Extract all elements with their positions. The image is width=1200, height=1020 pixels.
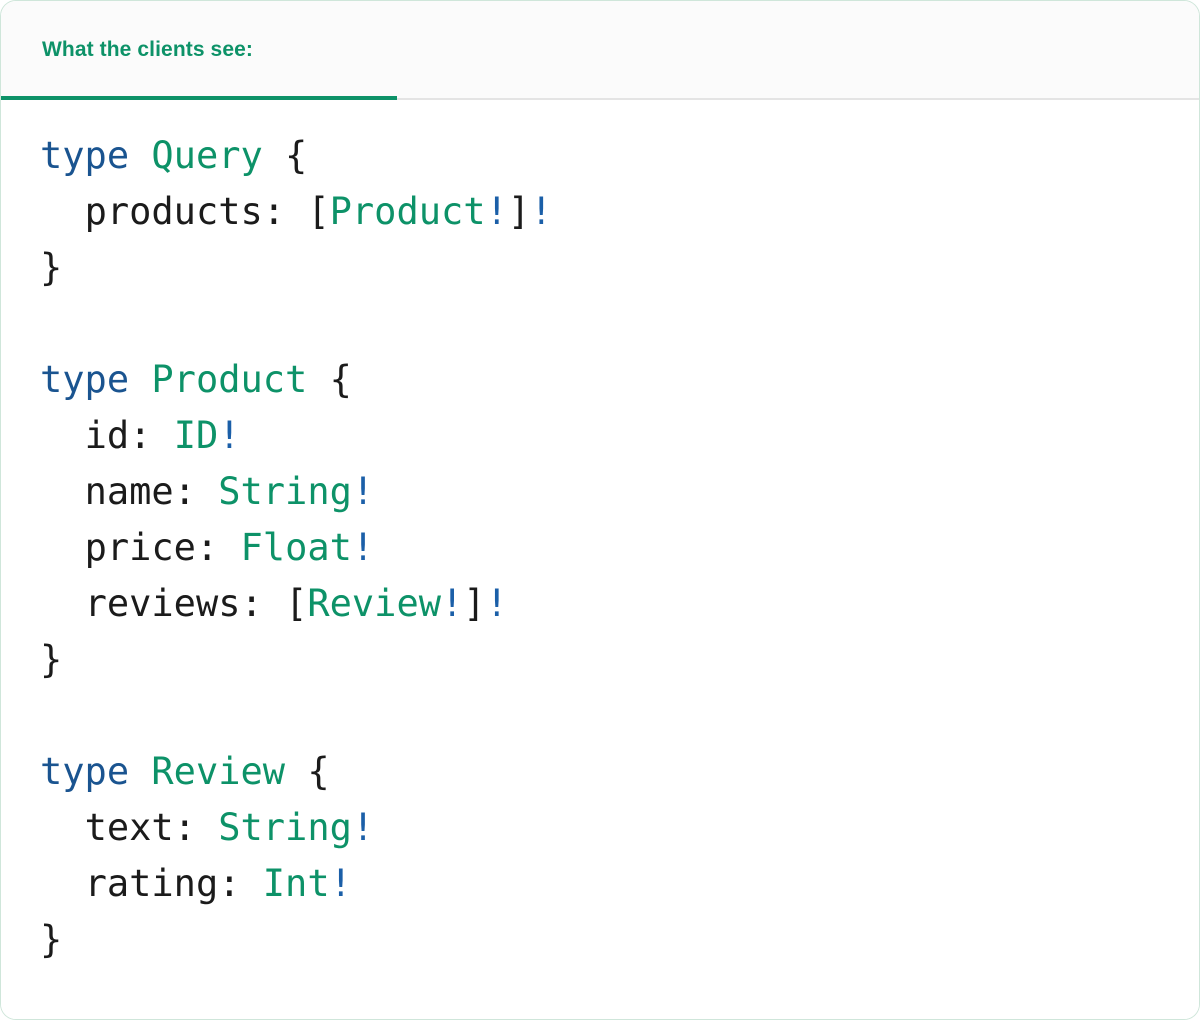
code-token-field: price — [84, 526, 196, 569]
tab-what-the-clients-see[interactable]: What the clients see: — [1, 1, 397, 100]
code-token-bang: ! — [530, 190, 553, 233]
code-line: } — [40, 632, 1199, 688]
code-line: name: String! — [40, 464, 1199, 520]
code-token-punc — [40, 806, 85, 849]
code-token-tname: String — [218, 806, 352, 849]
code-token-field: id — [84, 414, 130, 457]
code-token-punc: : — [173, 806, 219, 849]
code-token-punc — [129, 358, 151, 401]
code-line: type Review { — [40, 744, 1199, 800]
code-token-punc: : — [218, 862, 263, 905]
code-token-tname: Product — [329, 190, 486, 233]
tab-label: What the clients see: — [42, 37, 253, 61]
code-line: type Query { — [40, 128, 1199, 184]
code-block-region: type Query { products: [Product!]!} type… — [1, 100, 1199, 1019]
code-token-tname: Float — [240, 526, 352, 569]
code-line: } — [40, 240, 1199, 296]
code-token-tname: ID — [173, 414, 219, 457]
code-token-bang: ! — [329, 862, 352, 905]
code-token-punc — [129, 134, 151, 177]
code-line: price: Float! — [40, 520, 1199, 576]
code-token-kw: type — [40, 358, 130, 401]
active-tab-indicator — [1, 96, 397, 100]
code-token-tname: String — [218, 470, 352, 513]
code-token-punc: { — [262, 134, 308, 177]
code-token-bang: ! — [485, 190, 508, 233]
code-token-punc: ] — [507, 190, 531, 233]
code-line: type Product { — [40, 352, 1199, 408]
code-token-punc: : — [195, 526, 241, 569]
code-token-punc: } — [40, 918, 63, 961]
code-token-punc: [ — [285, 582, 308, 625]
code-line: text: String! — [40, 800, 1199, 856]
code-token-field: text — [84, 806, 174, 849]
code-token-field: reviews — [84, 582, 241, 625]
code-token-bang: ! — [351, 470, 375, 513]
code-token-kw: type — [40, 134, 130, 177]
code-line: rating: Int! — [40, 856, 1199, 912]
code-token-punc: } — [40, 638, 63, 681]
graphql-schema-code[interactable]: type Query { products: [Product!]!} type… — [1, 128, 1199, 968]
code-token-punc — [129, 750, 151, 793]
code-line — [40, 296, 1199, 352]
code-token-punc — [40, 862, 85, 905]
code-token-punc: } — [40, 246, 63, 289]
code-token-tname: Int — [262, 862, 330, 905]
code-token-bang: ! — [218, 414, 241, 457]
code-token-tname: Review — [151, 750, 286, 793]
code-token-field: name — [84, 470, 174, 513]
code-token-tname: Query — [151, 134, 263, 177]
code-token-punc: [ — [307, 190, 330, 233]
code-token-bang: ! — [351, 526, 375, 569]
code-token-field: products — [84, 190, 263, 233]
code-token-bang: ! — [351, 806, 375, 849]
code-token-bang: ! — [441, 582, 464, 625]
code-line: products: [Product!]! — [40, 184, 1199, 240]
code-line — [40, 688, 1199, 744]
code-token-punc — [40, 190, 85, 233]
code-token-punc: { — [285, 750, 330, 793]
code-token-punc — [40, 470, 85, 513]
code-token-punc — [40, 414, 85, 457]
code-token-punc: { — [307, 358, 352, 401]
code-line: } — [40, 912, 1199, 968]
code-token-field: rating — [84, 862, 219, 905]
code-token-kw: type — [40, 750, 130, 793]
code-token-punc: : — [129, 414, 174, 457]
code-line: id: ID! — [40, 408, 1199, 464]
code-token-punc: : — [240, 582, 286, 625]
code-line: reviews: [Review!]! — [40, 576, 1199, 632]
code-token-bang: ! — [485, 582, 508, 625]
code-token-punc: ] — [463, 582, 486, 625]
code-token-tname: Product — [151, 358, 308, 401]
code-token-punc: : — [173, 470, 219, 513]
tab-bar: What the clients see: — [1, 1, 1199, 100]
code-token-tname: Review — [307, 582, 441, 625]
code-token-punc — [40, 526, 85, 569]
code-token-punc: : — [262, 190, 308, 233]
code-token-punc — [40, 582, 85, 625]
